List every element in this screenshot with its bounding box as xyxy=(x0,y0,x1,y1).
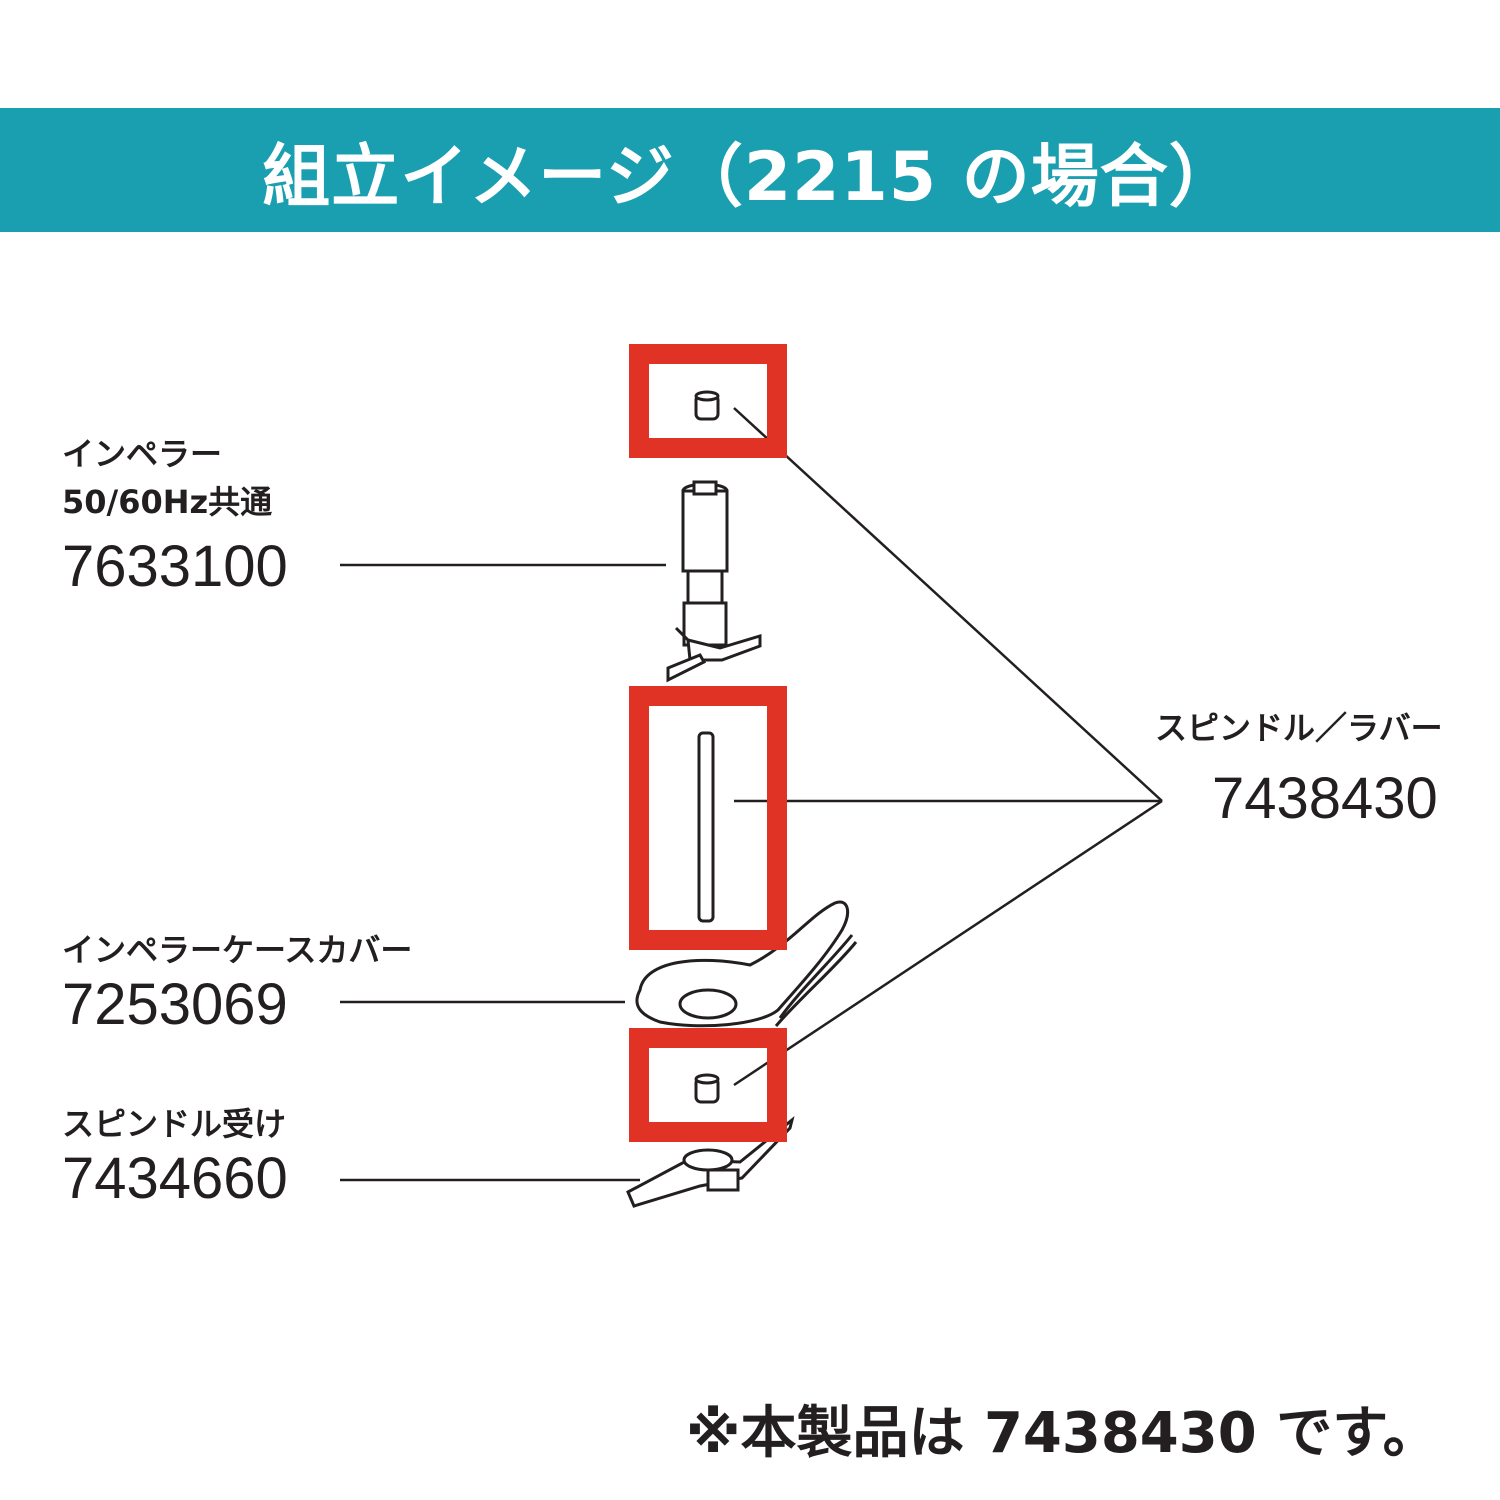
impeller-spec: 50/60Hz共通 xyxy=(62,483,273,521)
impeller-case-cover-part xyxy=(635,900,858,1028)
impeller-case-cover-name: インペラーケースカバー xyxy=(62,931,413,969)
impeller-name: インペラー xyxy=(62,435,223,473)
spindle-rubber-name: スピンドル／ラバー xyxy=(1155,709,1443,747)
spindle-rubber-part-number: 7438430 xyxy=(1212,766,1438,831)
impeller-part xyxy=(666,480,762,683)
spindle-shaft-part xyxy=(697,731,715,923)
highlight-box-bottom xyxy=(629,1028,787,1142)
leader-lines xyxy=(340,407,1163,1182)
top-rubber-part xyxy=(694,390,720,421)
spindle-receiver-name: スピンドル受け xyxy=(62,1105,287,1143)
impeller-part-number: 7633100 xyxy=(62,534,288,599)
highlight-boxes xyxy=(629,344,787,1142)
page-title: 組立イメージ（2215 の場合） xyxy=(262,137,1238,217)
bottom-rubber-part xyxy=(694,1073,720,1104)
highlight-box-middle xyxy=(629,686,787,950)
impeller-case-cover-part-number: 7253069 xyxy=(62,972,288,1037)
product-note: ※本製品は 7438430 です。 xyxy=(686,1401,1439,1466)
spindle-receiver-part xyxy=(626,1116,795,1208)
highlight-box-top xyxy=(629,344,787,458)
title-banner: 組立イメージ（2215 の場合） xyxy=(0,108,1500,232)
spindle-receiver-part-number: 7434660 xyxy=(62,1146,288,1211)
